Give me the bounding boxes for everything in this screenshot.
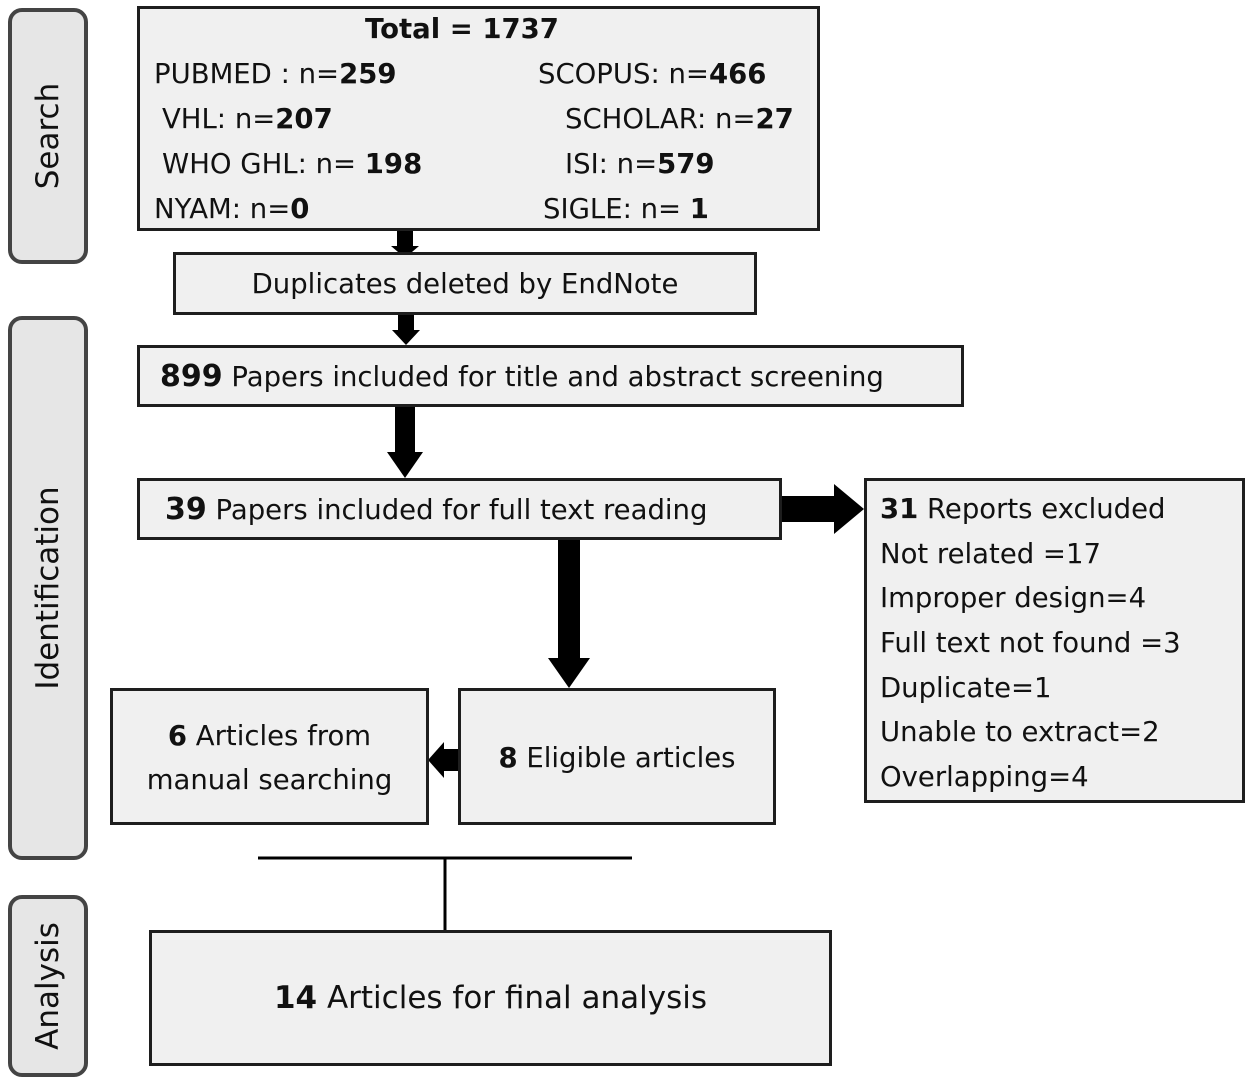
fulltext-label: Papers included for full text reading [206, 494, 708, 526]
source-vhl: VHL: n=207 [162, 102, 333, 136]
excluded-title: 31 Reports excluded [880, 492, 1166, 526]
manual-line-1: 6 Articles from [113, 719, 426, 753]
stage-identification: Identification [8, 316, 88, 860]
source-count: 27 [755, 103, 794, 135]
arrow-fulltext-to-eligible [558, 540, 580, 662]
source-scholar: SCHOLAR: n=27 [565, 102, 794, 136]
source-sigle: SIGLE: n= 1 [543, 192, 709, 226]
source-isi: ISI: n=579 [565, 147, 715, 181]
arrow-eligible-to-manual [442, 749, 460, 771]
total-prefix: Total = [365, 13, 483, 45]
stage-analysis: Analysis [8, 895, 88, 1077]
source-label: VHL: n= [162, 103, 276, 135]
source-label: ISI: n= [565, 148, 658, 180]
excluded-reason: Duplicate=1 [880, 672, 1052, 704]
source-who-ghl: WHO GHL: n= 198 [162, 147, 422, 181]
eligible-text: 8 Eligible articles [461, 741, 773, 775]
fulltext-count: 39 [165, 492, 207, 527]
excluded-label: Reports excluded [918, 493, 1166, 525]
source-label: PUBMED : n= [154, 58, 340, 90]
source-pubmed: PUBMED : n=259 [154, 57, 396, 91]
screening-count: 899 [160, 359, 223, 394]
manual-line-2: manual searching [146, 764, 393, 796]
source-label: SIGLE: n= [543, 193, 690, 225]
fulltext-box: 39 Papers included for full text reading [137, 478, 782, 540]
source-count: 259 [339, 58, 397, 90]
source-label: SCOPUS: n= [538, 58, 709, 90]
search-results-box: Total = 1737 PUBMED : n=259 SCOPUS: n=46… [137, 6, 820, 231]
screening-text: 899 Papers included for title and abstra… [160, 360, 884, 394]
excluded-reason: Improper design=4 [880, 582, 1147, 614]
screening-label: Papers included for title and abstract s… [222, 361, 884, 393]
arrow-eligible-to-manual-head [428, 742, 444, 778]
source-count: 579 [657, 148, 715, 180]
arrow-fulltext-to-excluded [782, 496, 838, 522]
source-label: NYAM: n= [154, 193, 291, 225]
arrow-duplicates-to-screening-head [392, 330, 420, 345]
eligible-box: 8 Eligible articles [458, 688, 776, 825]
arrow-search-to-duplicates [397, 229, 413, 251]
excluded-reason: Full text not found =3 [880, 627, 1181, 659]
duplicates-box: Duplicates deleted by EndNote [173, 252, 757, 315]
manual-count: 6 [167, 720, 188, 752]
final-text: 14 Articles for final analysis [152, 981, 829, 1015]
arrow-screening-to-fulltext-head [387, 452, 423, 478]
final-analysis-box: 14 Articles for final analysis [149, 930, 832, 1066]
screening-box: 899 Papers included for title and abstra… [137, 345, 964, 407]
final-count: 14 [273, 980, 318, 1016]
eligible-label: Eligible articles [517, 742, 736, 774]
total-value: 1737 [482, 13, 559, 45]
excluded-box: 31 Reports excluded Not related =17 Impr… [864, 478, 1245, 803]
manual-label-1: Articles from [187, 720, 372, 752]
arrow-fulltext-to-excluded-head [834, 484, 864, 534]
source-count: 1 [689, 193, 709, 225]
arrow-screening-to-fulltext [395, 406, 415, 456]
arrow-fulltext-to-eligible-head [548, 658, 590, 688]
source-count: 0 [290, 193, 310, 225]
source-count: 207 [275, 103, 333, 135]
excluded-reason: Unable to extract=2 [880, 716, 1160, 748]
excluded-reason: Overlapping=4 [880, 761, 1089, 793]
excluded-count: 31 [880, 493, 919, 525]
source-label: SCHOLAR: n= [565, 103, 756, 135]
stage-search: Search [8, 8, 88, 264]
source-label: WHO GHL: n= [162, 148, 365, 180]
fulltext-text: 39 Papers included for full text reading [165, 493, 707, 527]
source-count: 198 [364, 148, 423, 180]
excluded-reason: Not related =17 [880, 538, 1101, 570]
source-count: 466 [708, 58, 767, 90]
final-label: Articles for final analysis [317, 980, 708, 1016]
eligible-count: 8 [498, 742, 518, 774]
source-nyam: NYAM: n=0 [154, 192, 309, 226]
total-line: Total = 1737 [365, 12, 559, 46]
source-scopus: SCOPUS: n=466 [538, 57, 766, 91]
manual-search-box: 6 Articles from manual searching [110, 688, 429, 825]
duplicates-text: Duplicates deleted by EndNote [251, 268, 679, 300]
